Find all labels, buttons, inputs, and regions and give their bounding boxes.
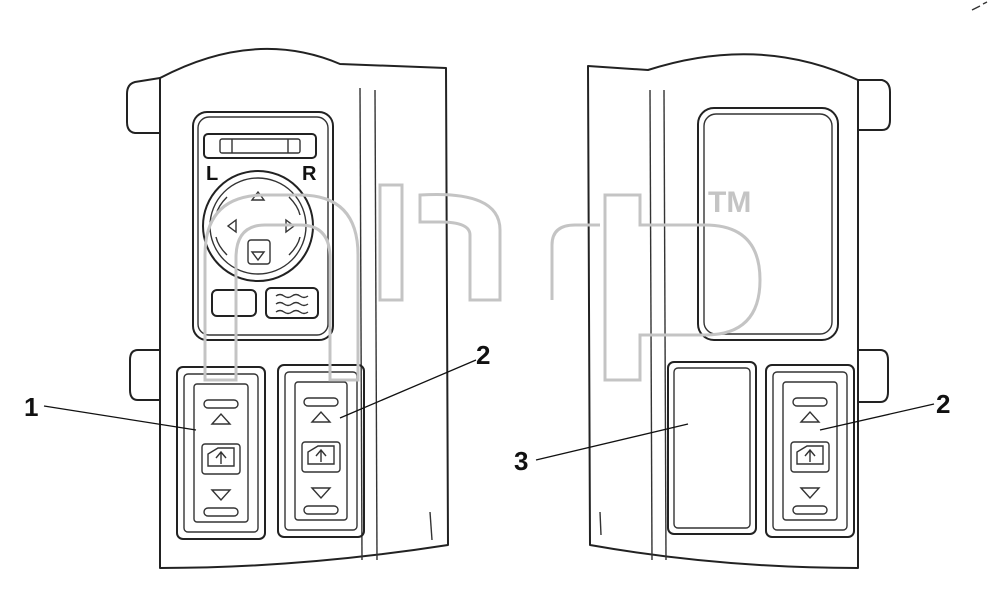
window-down-arrow-icon <box>310 487 332 500</box>
right-door-panel <box>587 53 891 569</box>
defrost-icon <box>275 293 309 299</box>
callout-2-right: 2 <box>819 389 950 431</box>
callout-label: 3 <box>514 446 528 476</box>
door-lock-button[interactable] <box>211 289 257 317</box>
window-switch-passenger-left[interactable] <box>277 364 365 538</box>
watermark-mark: TM <box>708 186 751 219</box>
corner-mark <box>971 1 988 11</box>
window-switch-passenger-right[interactable] <box>765 364 855 538</box>
window-icon <box>307 445 335 465</box>
window-down-arrow-icon <box>210 489 232 502</box>
watermark-logo: TM <box>203 183 762 382</box>
mirror-down-arrow-icon <box>250 251 266 262</box>
mirror-defrost-button[interactable] <box>265 287 319 319</box>
upper-blank-recess <box>697 107 839 341</box>
window-up-arrow-icon <box>310 410 332 423</box>
window-down-arrow-icon <box>799 487 821 500</box>
window-up-arrow-icon <box>799 410 821 423</box>
window-icon <box>207 447 235 467</box>
window-icon <box>796 445 824 465</box>
mirror-left-arrow-icon <box>226 218 237 234</box>
callout-label: 1 <box>24 392 38 422</box>
mirror-right-letter: R <box>302 163 317 185</box>
callout-2-left: 2 <box>339 340 490 419</box>
mirror-left-letter: L <box>206 163 218 185</box>
window-up-arrow-icon <box>210 412 232 425</box>
window-switch-driver[interactable] <box>176 366 266 540</box>
callout-3: 3 <box>514 423 689 476</box>
callout-1: 1 <box>24 392 197 431</box>
mirror-select-slider[interactable] <box>203 133 317 159</box>
callout-label: 2 <box>476 340 490 370</box>
left-door-panel: L R <box>126 47 449 569</box>
callout-label: 2 <box>936 389 950 419</box>
blank-switch-cover <box>667 361 757 535</box>
